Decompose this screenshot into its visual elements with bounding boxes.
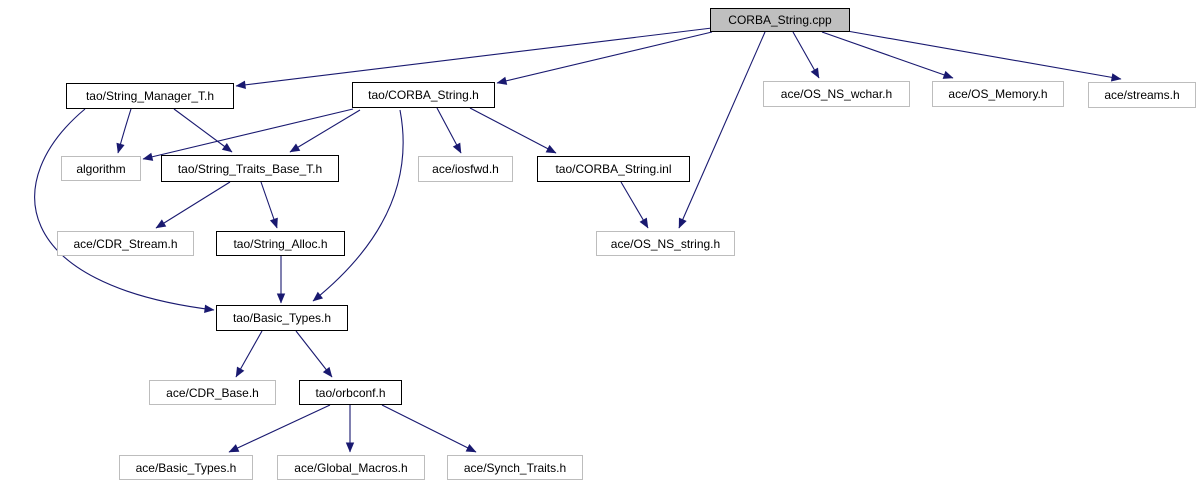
graph-node-label: tao/CORBA_String.inl [555,162,672,176]
graph-node-mem: ace/OS_Memory.h [932,81,1064,107]
graph-node-label: ace/CDR_Base.h [166,385,259,400]
edge-cs-to-iosfwd [436,107,462,154]
edge-root-to-cs [496,31,713,85]
graph-node-label: ace/OS_NS_string.h [610,236,721,251]
edge-cs-to-algo [142,108,354,161]
edge-bt-to-orbconf [295,330,333,378]
graph-node-label: ace/Global_Macros.h [294,460,408,475]
graph-node-osns: ace/OS_NS_string.h [596,231,735,256]
graph-node-iosfwd: ace/iosfwd.h [418,156,513,182]
graph-node-label: tao/Basic_Types.h [232,311,332,325]
edge-root-to-streams [846,30,1122,82]
edge-stb-to-cdrs [155,181,231,229]
graph-node-streams: ace/streams.h [1088,82,1196,108]
edge-cs-to-stb [289,109,361,153]
graph-node-wchar: ace/OS_NS_wchar.h [763,81,910,107]
graph-node-cdrs: ace/CDR_Stream.h [57,231,194,256]
graph-node-label: ace/CDR_Stream.h [73,236,178,251]
graph-node-label: tao/String_Traits_Base_T.h [177,161,323,176]
edge-inl-to-osns [620,181,649,229]
graph-node-label: ace/OS_NS_wchar.h [780,87,893,101]
edge-bt-to-cdrb [235,330,263,378]
graph-node-alloc[interactable]: tao/String_Alloc.h [216,231,345,256]
graph-node-cdrb: ace/CDR_Base.h [149,380,276,405]
graph-node-st: ace/Synch_Traits.h [447,455,583,480]
graph-node-label: ace/OS_Memory.h [948,87,1048,101]
graph-node-label: algorithm [76,161,126,176]
graph-node-label: CORBA_String.cpp [728,13,832,27]
graph-node-algo: algorithm [61,156,141,181]
graph-node-inl[interactable]: tao/CORBA_String.inl [537,156,690,182]
graph-node-root: CORBA_String.cpp [710,8,850,32]
edge-smt-to-stb [173,108,233,153]
edge-stb-to-alloc [260,181,278,229]
edge-smt-to-bt [34,108,215,314]
graph-node-label: ace/streams.h [1104,88,1180,102]
graph-node-label: tao/orbconf.h [315,385,386,400]
edge-orbconf-to-st [381,404,477,453]
graph-node-label: tao/String_Alloc.h [233,236,328,251]
graph-node-label: tao/String_Manager_T.h [85,89,215,103]
graph-node-smt[interactable]: tao/String_Manager_T.h [66,83,234,109]
edge-orbconf-to-abt [228,404,331,453]
edge-cs-to-bt [312,109,404,302]
edge-smt-to-algo [116,108,132,154]
graph-node-gm: ace/Global_Macros.h [277,455,425,480]
graph-node-label: ace/iosfwd.h [432,162,499,176]
graph-node-label: ace/Synch_Traits.h [463,460,567,475]
edge-root-to-osns [678,31,766,229]
graph-node-label: tao/CORBA_String.h [368,88,479,102]
graph-node-cs[interactable]: tao/CORBA_String.h [352,82,495,108]
edge-root-to-mem [821,31,954,79]
graph-node-abt: ace/Basic_Types.h [119,455,253,480]
graph-node-orbconf[interactable]: tao/orbconf.h [299,380,402,405]
edge-root-to-wchar [792,31,820,79]
graph-node-bt[interactable]: tao/Basic_Types.h [216,305,348,331]
graph-node-label: ace/Basic_Types.h [135,460,237,475]
graph-node-stb[interactable]: tao/String_Traits_Base_T.h [161,155,339,182]
edge-cs-to-inl [469,107,557,154]
edge-root-to-smt [235,27,713,90]
